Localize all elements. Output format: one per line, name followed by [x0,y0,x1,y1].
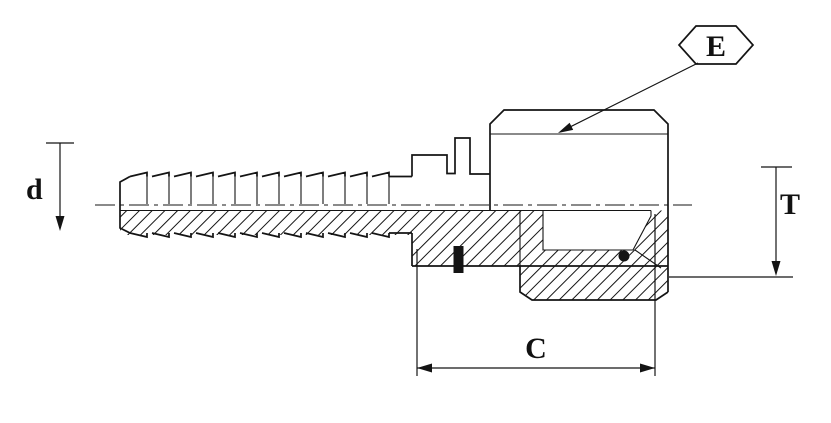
tail-bottom-barbs [129,232,412,239]
e-arrowhead [558,122,574,133]
hex-nut [489,109,669,301]
c-arrowhead-left [417,363,432,373]
collar-outline [411,137,490,177]
seat-cavity-outline [542,210,662,269]
nut-outline [489,109,669,292]
d-arrowhead [55,216,65,231]
dimension-t: T [669,166,800,278]
tail-top-barbs [129,171,412,178]
label-c: C [525,332,547,365]
collar [411,137,668,273]
e-leader-line [559,62,699,133]
c-arrowhead-right [640,363,655,373]
retaining-pin [453,246,464,273]
callout-e: E [558,25,755,133]
dimension-d: d [26,142,74,231]
nut-skirt-hatch [520,266,668,300]
o-ring-dot [618,250,630,262]
label-d: d [26,173,43,206]
label-e: E [706,30,726,63]
section-hatching [120,210,668,300]
dimension-c: C [416,214,656,376]
nut-skirt-outline [519,266,669,301]
tail-barb-serrations [146,173,390,204]
hose-tail [119,171,651,239]
hex-badge [677,25,755,65]
t-arrowhead [771,261,781,276]
label-t: T [780,188,800,221]
tube-wall-hatch [120,210,412,235]
seat-cavity [543,210,651,250]
